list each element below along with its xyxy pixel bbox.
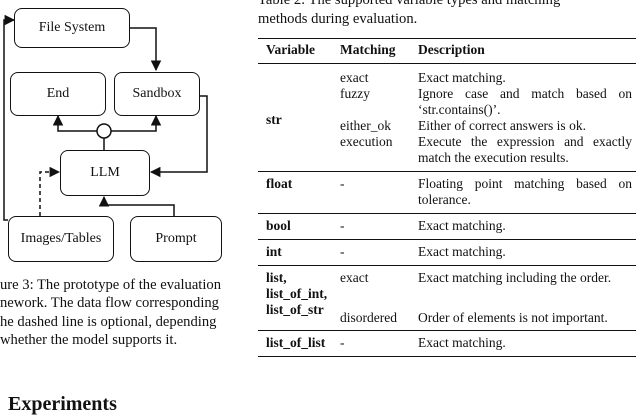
table-caption-line: methods during evaluation. xyxy=(258,11,418,27)
node-end: End xyxy=(10,72,106,116)
table-row: disordered Order of elements is not impo… xyxy=(258,310,636,331)
edge-sandbox-llm xyxy=(149,95,208,178)
cell-matching: - xyxy=(332,213,410,240)
figure-caption: ure 3: The prototype of the evaluation n… xyxy=(0,276,244,350)
cell-variable: list, list_of_int, list_of_str xyxy=(258,265,332,331)
variable-line: list, xyxy=(266,270,287,285)
cell-description: Exact matching. xyxy=(410,239,636,266)
table-caption: Table 2: The supported variable types an… xyxy=(258,0,560,29)
cell-matching: exact xyxy=(332,265,410,310)
figure-caption-line: nework. The data flow corresponding xyxy=(0,295,219,312)
table-row: int - Exact matching. xyxy=(258,239,636,266)
header-matching: Matching xyxy=(332,38,410,64)
node-sandbox: Sandbox xyxy=(114,72,200,116)
cell-description: Exact matching. xyxy=(410,330,636,357)
edge-prompt-llm xyxy=(98,195,175,216)
table-row: either_ok Either of correct answers is o… xyxy=(258,118,636,134)
table-row: bool - Exact matching. xyxy=(258,213,636,240)
table-row: fuzzy Ignore case and match based on ‘st… xyxy=(258,86,636,118)
node-file-system: File System xyxy=(14,8,130,48)
cell-matching: disordered xyxy=(340,310,397,325)
edge-images-filesystem xyxy=(3,14,16,221)
figure-caption-line: whether the model supports it. xyxy=(0,332,178,349)
edge-junction-sandbox xyxy=(111,114,162,132)
edge-images-llm-dashed xyxy=(39,166,61,216)
edge-junction-end xyxy=(52,114,97,132)
table-header-row: Variable Matching Description xyxy=(258,38,636,64)
cell-matching: - xyxy=(332,330,410,357)
table-caption-line: Table 2: The supported variable types an… xyxy=(258,0,561,8)
table-row: list_of_list - Exact matching. xyxy=(258,330,636,357)
cell-description: Either of correct answers is ok. xyxy=(418,118,586,133)
node-images-tables: Images/Tables xyxy=(8,216,114,262)
cell-matching: - xyxy=(332,171,410,214)
cell-variable: str xyxy=(266,111,282,127)
header-variable: Variable xyxy=(258,38,332,64)
node-llm: LLM xyxy=(60,150,150,196)
variable-line: list_of_str xyxy=(266,302,324,317)
cell-matching: exact xyxy=(340,70,369,85)
cell-matching: either_ok xyxy=(340,118,391,133)
cell-variable: bool xyxy=(258,213,332,240)
figure-caption-line: he dashed line is optional, depending xyxy=(0,313,217,330)
table-row: list, list_of_int, list_of_str exact Exa… xyxy=(258,265,636,331)
cell-description: Execute the expression and exactly match… xyxy=(418,134,632,165)
cell-description: Ignore case and match based on ‘str.cont… xyxy=(418,86,632,117)
table-row: execution Execute the expression and exa… xyxy=(258,134,636,172)
edge-filesystem-sandbox xyxy=(130,27,162,72)
node-prompt: Prompt xyxy=(130,216,222,262)
table-row: str exact Exact matching. xyxy=(258,64,636,127)
header-description: Description xyxy=(410,38,636,64)
cell-description: Exact matching including the order. xyxy=(410,265,636,310)
cell-description: Exact matching. xyxy=(418,70,506,85)
cell-description: Order of elements is not important. xyxy=(418,310,608,325)
section-heading: Experiments xyxy=(8,393,117,415)
cell-variable: float xyxy=(258,171,332,214)
junction-node xyxy=(96,123,112,139)
cell-variable: int xyxy=(258,239,332,266)
diagram-connectors xyxy=(3,14,208,221)
cell-matching: - xyxy=(332,239,410,266)
cell-description: Exact matching. xyxy=(410,213,636,240)
table-row: float - Floating point matching based on… xyxy=(258,171,636,214)
variable-line: list_of_int, xyxy=(266,286,328,301)
cell-matching: execution xyxy=(340,134,393,149)
variable-types-table: Variable Matching Description str exact … xyxy=(258,38,636,357)
figure-caption-line: ure 3: The prototype of the evaluation xyxy=(0,277,222,293)
cell-variable: list_of_list xyxy=(258,330,332,357)
cell-matching: fuzzy xyxy=(340,86,370,101)
cell-description: Floating point matching based on toleran… xyxy=(410,171,636,214)
